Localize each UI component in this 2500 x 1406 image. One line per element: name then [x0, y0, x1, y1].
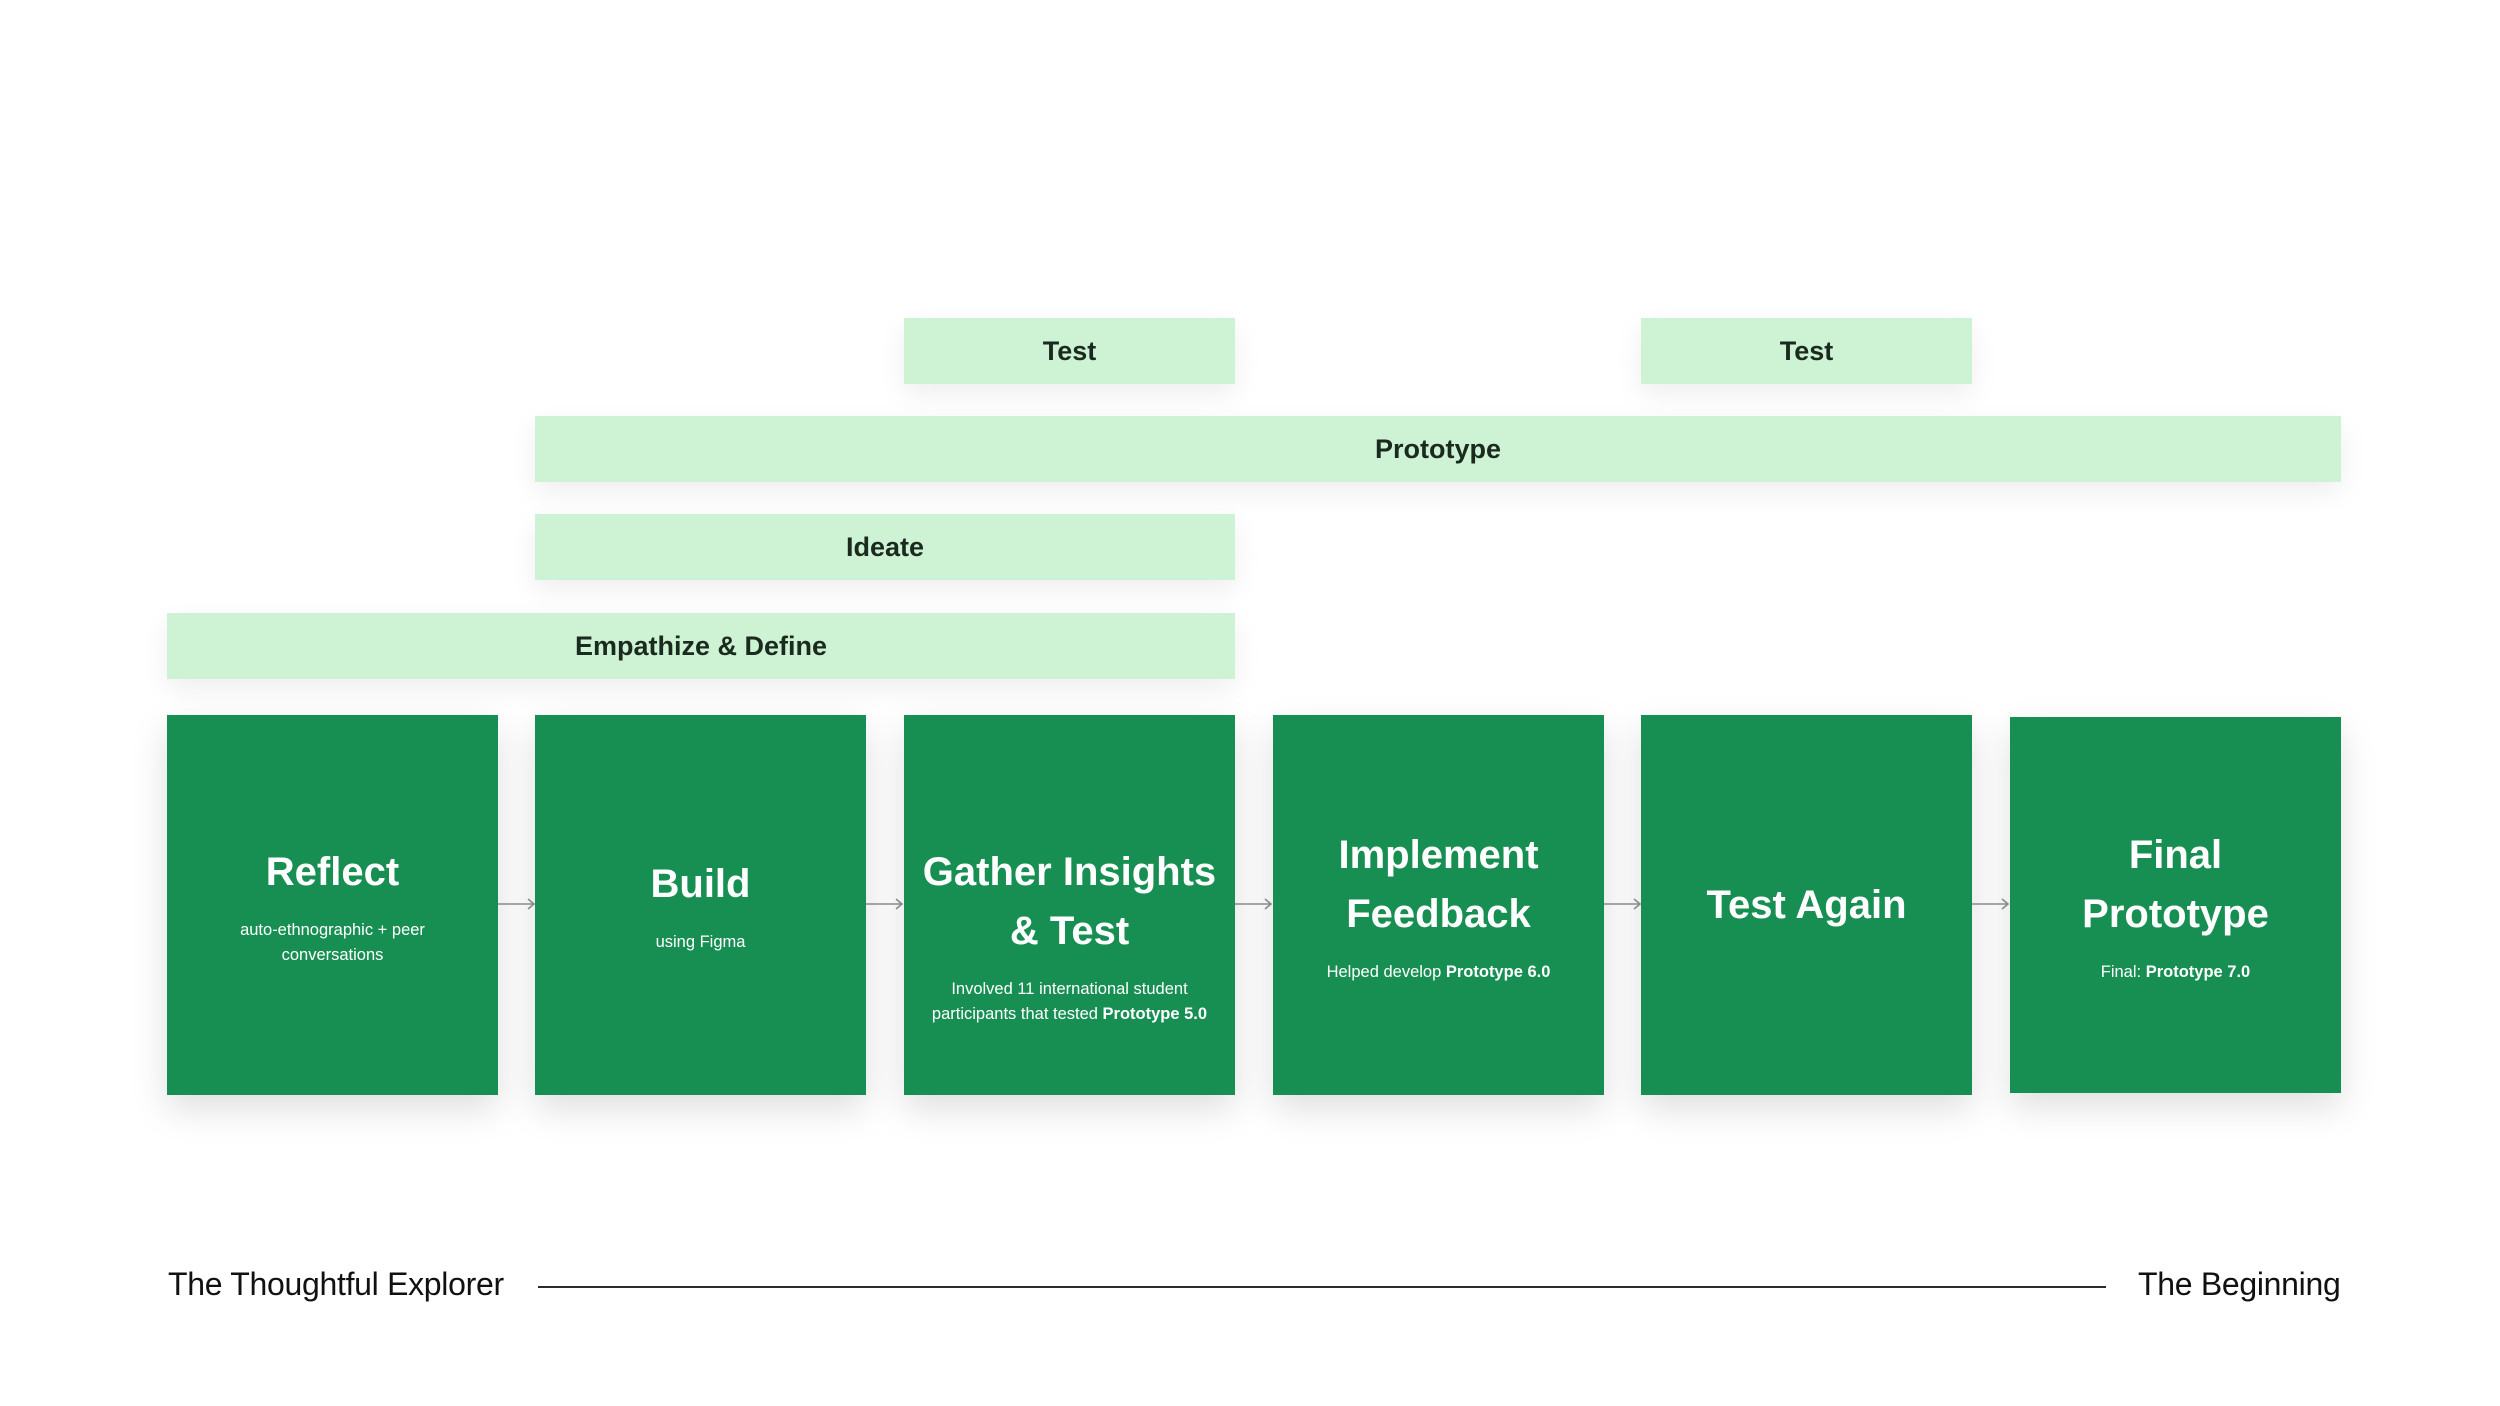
phase-label: Ideate: [845, 531, 925, 562]
step-title: Final Prototype: [2082, 832, 2269, 936]
step-subtitle: using Figma: [655, 933, 746, 951]
phase-test-2: Test: [1641, 318, 1972, 384]
step-card-gather-insights-test: Gather Insights & Test Involved 11 inter…: [904, 715, 1235, 1095]
arrow-right-icon: [866, 898, 904, 910]
step-subtitle: Final: Prototype 7.0: [2100, 962, 2251, 981]
phase-prototype: Prototype: [535, 416, 2341, 482]
prototype-version: Prototype 7.0: [2145, 962, 2251, 981]
step-title: Implement Feedback: [1338, 832, 1539, 936]
arrow-right-icon: [498, 898, 536, 910]
arrow-right-icon: [1972, 898, 2010, 910]
phase-label: Prototype: [1374, 433, 1501, 464]
step-card-final-prototype: Final Prototype Final: Prototype 7.0: [2010, 717, 2341, 1093]
step-title: Build: [650, 862, 751, 906]
step-subtitle: Helped develop Prototype 6.0: [1326, 962, 1551, 981]
step-title: Test Again: [1706, 882, 1907, 927]
step-card-test-again: Test Again: [1641, 715, 1972, 1095]
step-card-implement-feedback: Implement Feedback Helped develop Protot…: [1273, 715, 1604, 1095]
step-subtitle: Involved 11 international student partic…: [931, 980, 1208, 1023]
arrow-right-icon: [1235, 898, 1273, 910]
phase-test-1: Test: [904, 318, 1235, 384]
step-card-reflect: Reflect auto-ethnographic + peer convers…: [167, 715, 498, 1095]
phase-label: Empathize & Define: [574, 630, 828, 661]
step-title: Reflect: [265, 849, 400, 894]
arrow-right-icon: [1604, 898, 1642, 910]
phase-label: Test: [1042, 335, 1097, 366]
footer-start-label: The Thoughtful Explorer: [168, 1266, 504, 1302]
phase-ideate: Ideate: [535, 514, 1235, 580]
phase-empathize-define: Empathize & Define: [167, 613, 1235, 679]
step-card-build: Build using Figma: [535, 715, 866, 1095]
timeline-divider: [538, 1286, 2106, 1288]
step-title: Gather Insights & Test: [922, 850, 1217, 953]
prototype-version: Prototype 5.0: [1102, 1005, 1208, 1023]
step-subtitle: auto-ethnographic + peer conversations: [240, 920, 425, 964]
prototype-version: Prototype 6.0: [1445, 962, 1551, 981]
phase-label: Test: [1779, 335, 1834, 366]
footer-end-label: The Beginning: [2138, 1266, 2341, 1302]
